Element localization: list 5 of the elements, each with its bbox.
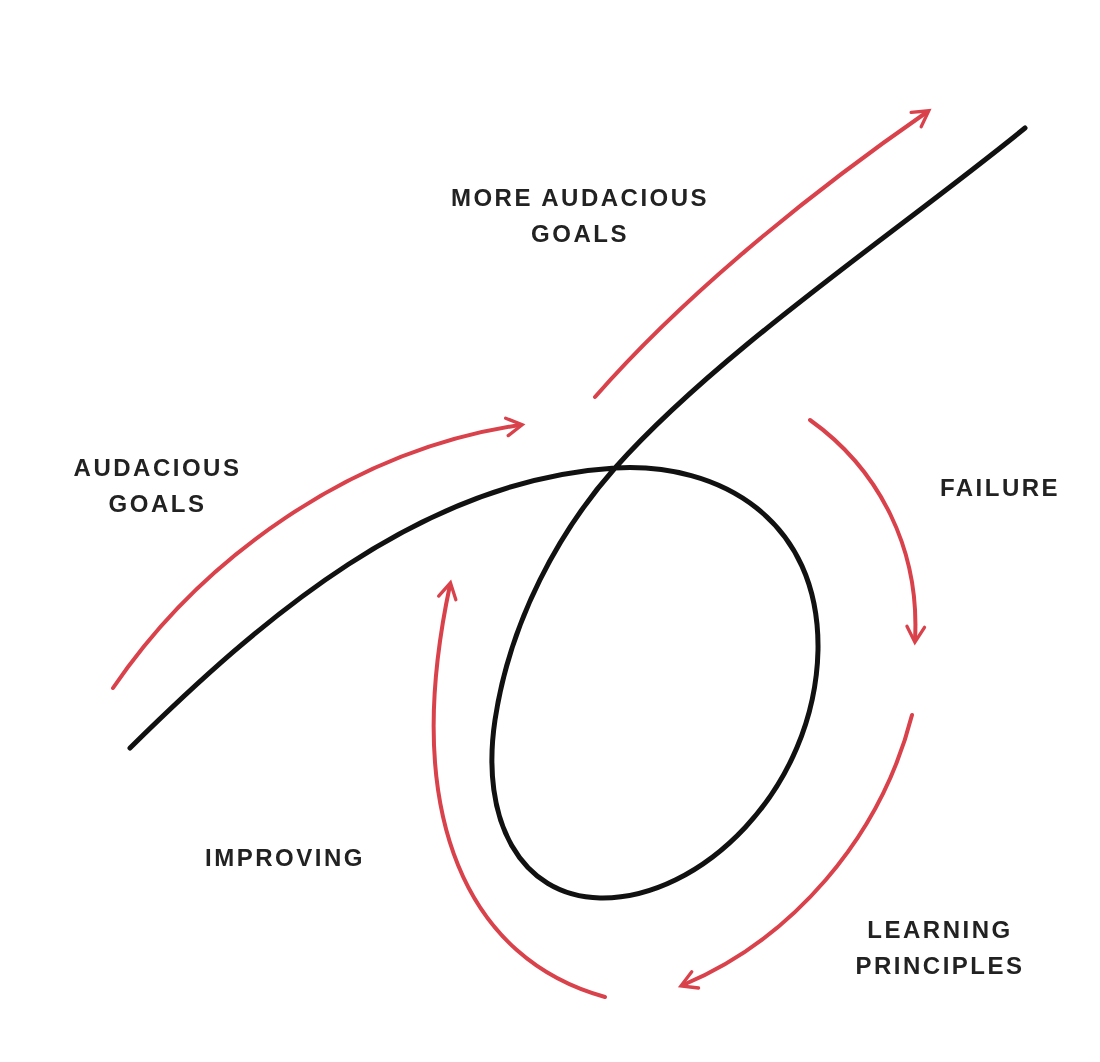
stage-label: MORE AUDACIOUS GOALS [449, 183, 711, 249]
stage-label: FAILURE [938, 473, 1062, 503]
stage-label: AUDACIOUS GOALS [72, 453, 243, 519]
stage-label: LEARNING PRINCIPLES [854, 915, 1026, 981]
stage-label: IMPROVING [204, 843, 366, 873]
